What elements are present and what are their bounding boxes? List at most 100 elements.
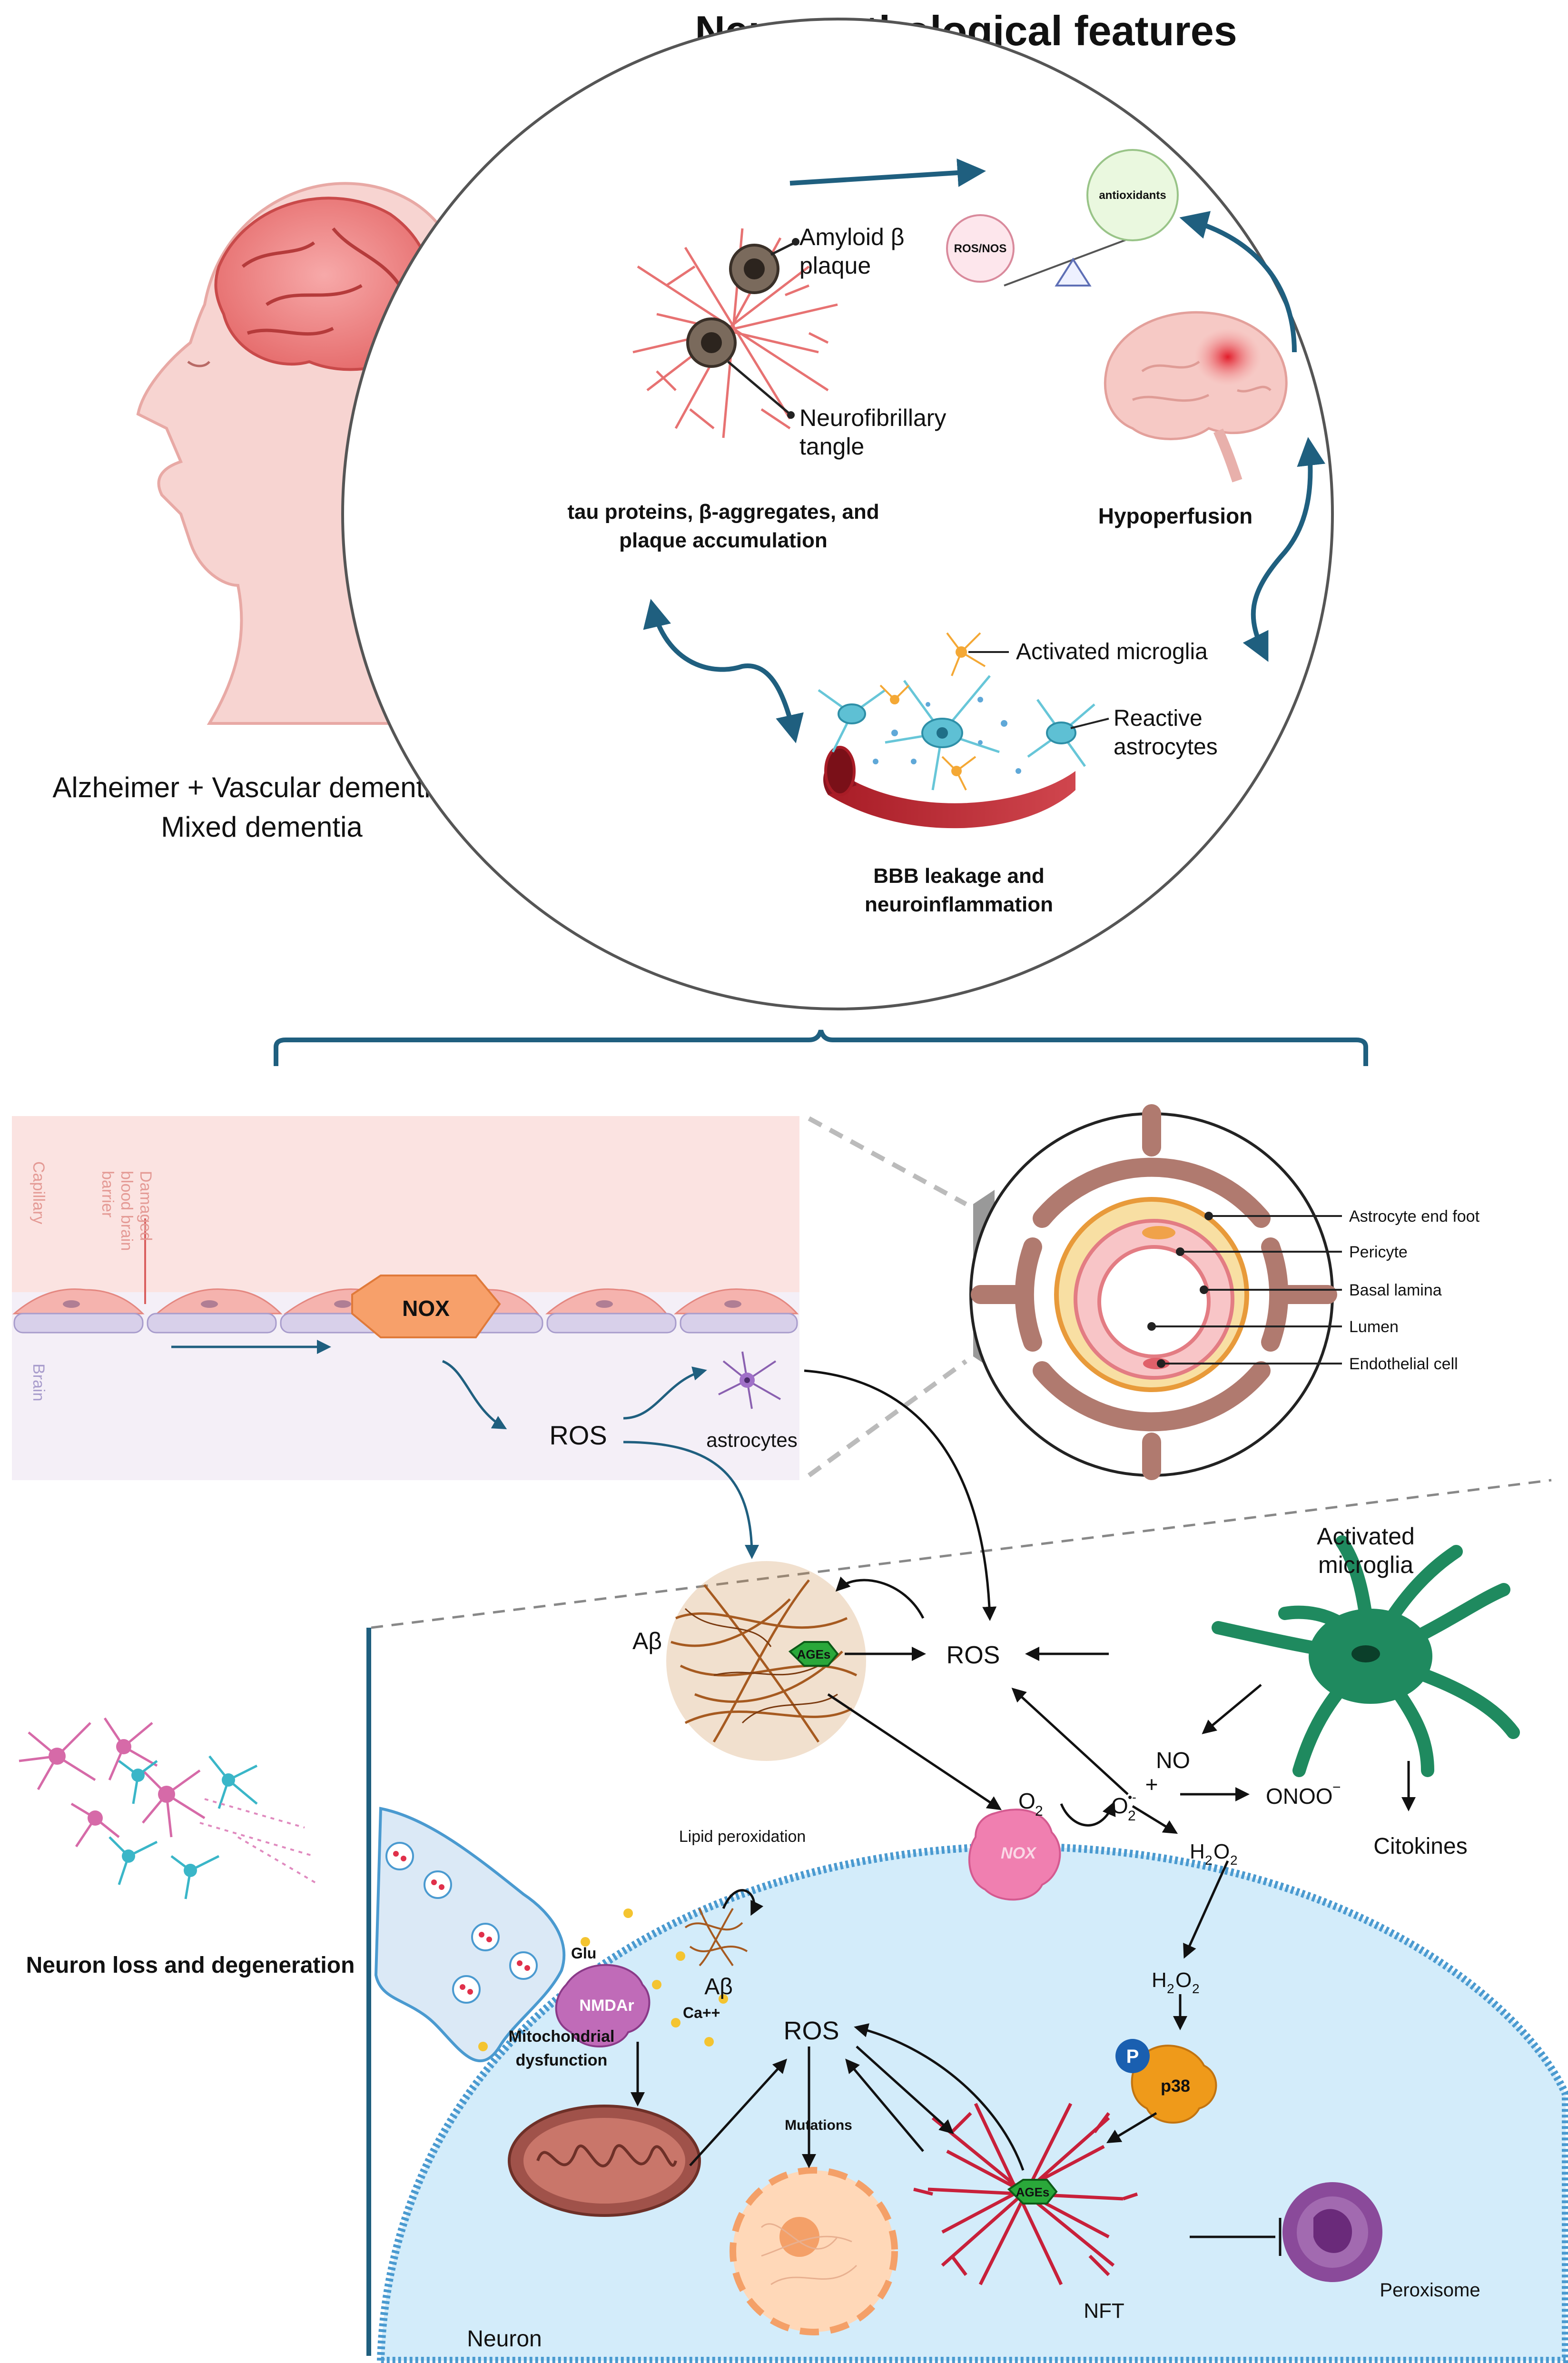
bracket <box>274 1029 1368 1066</box>
p38-label: p38 <box>1161 2076 1190 2096</box>
mitochondrial-label-1: Mitochondrial <box>509 2027 615 2046</box>
svg-text:O: O <box>1213 1840 1230 1863</box>
nox-hexagon <box>351 1275 501 1338</box>
legend-astrocyte-end-foot: Astrocyte end foot <box>1349 1207 1480 1226</box>
svg-text:H: H <box>1152 1968 1167 1992</box>
abeta-small-label: Aβ <box>704 1974 733 1999</box>
tau-label-2: plaque accumulation <box>619 529 828 552</box>
arrow-tau-to-balance <box>789 158 986 187</box>
lipid-peroxidation-label: Lipid peroxidation <box>679 1828 806 1846</box>
bbb-illustration <box>818 632 1109 829</box>
p38-kinase <box>1115 2039 1217 2124</box>
capillary-label: Capillary <box>30 1161 48 1224</box>
nox-protein-label: NOX <box>1001 1844 1037 1862</box>
reactive-astrocytes-label-1: Reactive <box>1114 706 1203 731</box>
abeta-aggregate-large <box>666 1561 866 1761</box>
superoxide-label: O 2 •- <box>1111 1790 1136 1824</box>
ages-top-label: AGEs <box>797 1647 831 1661</box>
vessel-cross-section <box>969 1104 1342 1480</box>
tangle-illustration <box>632 228 838 438</box>
svg-text:2: 2 <box>1128 1808 1136 1824</box>
svg-text:−: − <box>1332 1780 1341 1795</box>
features-circle <box>341 18 1334 1010</box>
svg-text:2: 2 <box>1167 1981 1174 1996</box>
nmda-receptor <box>555 1964 651 2047</box>
ros-capillary-label: ROS <box>549 1420 607 1450</box>
astrocytes-label: astrocytes <box>706 1429 797 1451</box>
h2o2-label-inner: H 2 O 2 <box>1152 1968 1200 1996</box>
arrow-tau-bbb <box>643 599 804 743</box>
antioxidants-label: antioxidants <box>1099 189 1166 202</box>
damaged-bbb-label-2: blood brain <box>118 1171 136 1251</box>
svg-text:2: 2 <box>1205 1853 1213 1868</box>
nft-label-2: tangle <box>799 433 864 460</box>
neuron-label: Neuron <box>467 2326 542 2352</box>
glu-label: Glu <box>571 1945 596 1962</box>
nft-label: NFT <box>1084 2299 1124 2323</box>
peroxisome-label: Peroxisome <box>1380 2280 1480 2301</box>
abeta-top-label: Aβ <box>632 1628 662 1654</box>
h2o2-label-outer: H 2 O 2 <box>1190 1840 1238 1868</box>
legend-basal-lamina: Basal lamina <box>1349 1281 1442 1299</box>
ages-hexagon-top <box>788 1641 839 1667</box>
svg-text:O: O <box>1111 1793 1128 1818</box>
abeta-aggregate-small <box>684 1908 748 1967</box>
neuron-cell <box>374 1807 1568 2363</box>
ros-nos-label: ROS/NOS <box>954 242 1007 255</box>
nmdar-label: NMDAr <box>579 1997 634 2015</box>
svg-text:2: 2 <box>1192 1981 1200 1996</box>
vessel-legend: Astrocyte end foot Pericyte Basal lamina… <box>1349 1207 1480 1373</box>
amyloid-label-1: Amyloid β <box>799 224 904 250</box>
hypoperfusion-label: Hypoperfusion <box>1098 504 1253 528</box>
mixed-dementia-line1: Alzheimer + Vascular dementia = <box>52 771 471 803</box>
brain-label: Brain <box>30 1364 48 1401</box>
damaged-bbb-label-1: Damaged <box>137 1171 155 1241</box>
no-label: NO <box>1156 1748 1190 1773</box>
activated-microglia-label: Activated microglia <box>1016 639 1208 664</box>
svg-text:ONOO: ONOO <box>1266 1784 1333 1809</box>
ros-balance-scale <box>946 149 1179 287</box>
damaged-bbb-label-3: barrier <box>99 1171 117 1217</box>
ros-top-label: ROS <box>947 1641 1000 1669</box>
cytokines-label: Citokines <box>1373 1834 1467 1859</box>
bbb-label-1: BBB leakage and <box>873 864 1044 888</box>
svg-text:2: 2 <box>1035 1803 1043 1819</box>
peroxynitrite-label: ONOO − <box>1266 1780 1341 1809</box>
activated-microglia <box>1212 1535 1520 1777</box>
neuron-loss-label: Neuron loss and degeneration <box>26 1953 355 1978</box>
o2-label: O 2 <box>1018 1789 1043 1819</box>
svg-text:H: H <box>1190 1840 1205 1863</box>
plus-label: + <box>1145 1772 1158 1797</box>
neuron-loss-illustration <box>19 1717 320 1899</box>
activated-microglia-label-1: Activated <box>1317 1523 1415 1550</box>
svg-text:O: O <box>1175 1968 1192 1992</box>
ages-hexagon-mid <box>1007 2179 1058 2205</box>
mitochondrial-label-2: dysfunction <box>516 2051 608 2069</box>
tau-label-1: tau proteins, β-aggregates, and <box>567 500 879 524</box>
mutations-label: Mutations <box>785 2117 852 2133</box>
legend-pericyte: Pericyte <box>1349 1243 1408 1261</box>
bbb-label-2: neuroinflammation <box>865 893 1053 916</box>
legend-lumen: Lumen <box>1349 1318 1399 1336</box>
mixed-dementia-line2: Mixed dementia <box>161 811 363 843</box>
hypoperfusion-brain <box>1104 311 1288 483</box>
reaction-arrows <box>631 1369 1416 2256</box>
nucleus <box>730 2167 898 2335</box>
nft-label-1: Neurofibrillary <box>799 405 946 431</box>
arrow-bbb-hypoperfusion <box>1243 437 1326 662</box>
cycle-arrows <box>643 158 1326 743</box>
nox-label: NOX <box>402 1296 450 1321</box>
amyloid-label-2: plaque <box>799 252 871 279</box>
peroxisome <box>1282 2182 1382 2282</box>
mitochondrion <box>508 2105 701 2217</box>
zoom-line-bottom <box>808 1359 967 1478</box>
ages-mid-label: AGEs <box>1016 2185 1050 2199</box>
neuron-zoom-line <box>371 1479 1552 1629</box>
reactive-astrocytes-label-2: astrocytes <box>1114 734 1218 760</box>
ros-mid-label: ROS <box>783 2017 839 2045</box>
activated-microglia-label-2: microglia <box>1318 1552 1413 1578</box>
svg-text:•-: •- <box>1128 1790 1136 1804</box>
zoom-line-top <box>808 1116 967 1206</box>
